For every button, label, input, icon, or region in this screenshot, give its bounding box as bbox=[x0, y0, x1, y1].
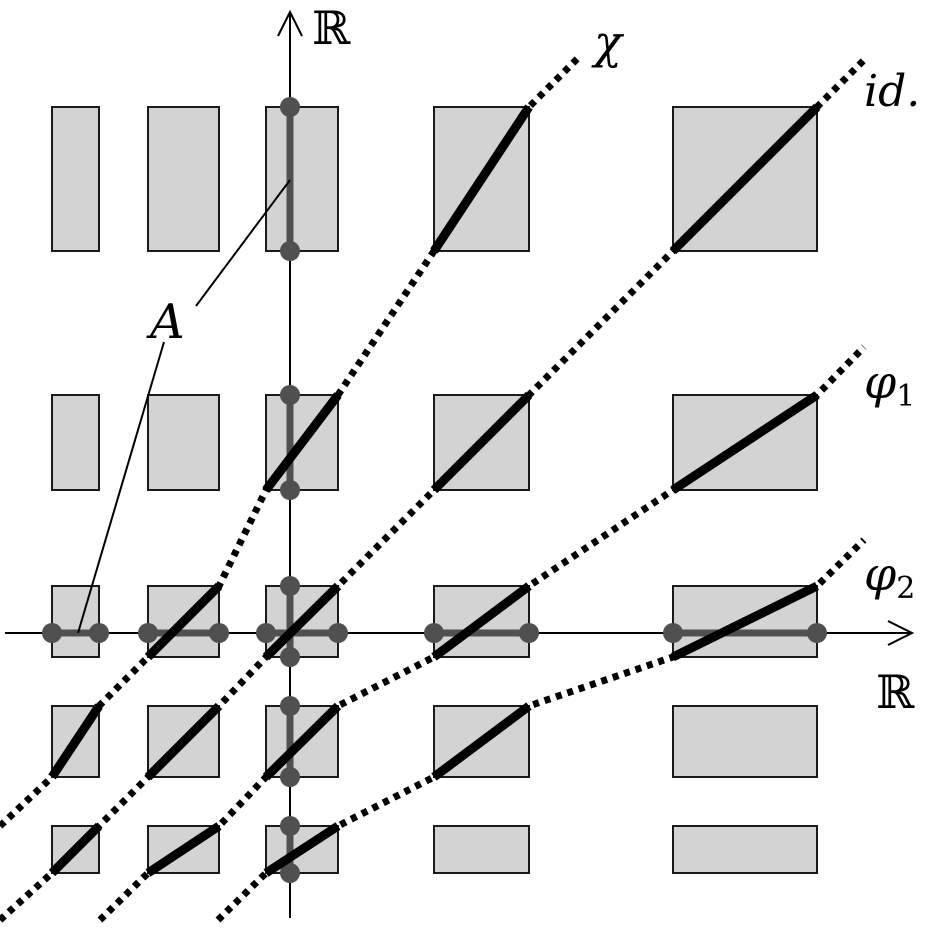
phi1-segment bbox=[145, 822, 222, 877]
chi-label: χ bbox=[591, 15, 625, 69]
x-axis-arrowhead bbox=[887, 620, 915, 646]
set-A-label: A bbox=[146, 294, 185, 350]
y-axis-label: ℝ bbox=[312, 1, 351, 55]
id-segment bbox=[144, 702, 223, 781]
rect-r5-c4 bbox=[433, 825, 530, 874]
set-A-dot bbox=[256, 623, 276, 643]
phi1-label-subscript: 1 bbox=[896, 379, 915, 414]
phi1-label-base: φ bbox=[864, 355, 897, 409]
rect-r2-c2 bbox=[147, 394, 220, 491]
id-segment bbox=[430, 391, 533, 494]
set-A-dot bbox=[89, 623, 109, 643]
chi-segment bbox=[144, 582, 223, 661]
rect-r2-c1 bbox=[51, 394, 100, 491]
set-A-dot bbox=[280, 863, 300, 883]
label-A-leader-lower bbox=[77, 341, 165, 634]
id-segment bbox=[669, 103, 821, 255]
label-A-leader-upper bbox=[195, 179, 291, 307]
set-A-dot bbox=[280, 696, 300, 716]
phi1-segment bbox=[431, 582, 532, 661]
set-A-dot bbox=[138, 623, 158, 643]
set-A-dot bbox=[280, 97, 300, 117]
set-A-dot bbox=[807, 623, 827, 643]
set-A-dot bbox=[280, 385, 300, 405]
set-A-dot bbox=[328, 623, 348, 643]
phi1-segment bbox=[262, 702, 342, 781]
set-A-dot bbox=[280, 816, 300, 836]
chi-segment bbox=[430, 104, 533, 254]
rect-r4-c5 bbox=[672, 705, 818, 778]
label-A-leaders bbox=[77, 179, 291, 634]
phi2-label-base: φ bbox=[864, 547, 897, 601]
set-A-dot bbox=[42, 623, 62, 643]
phi2-segment bbox=[671, 581, 819, 662]
phi1-segment bbox=[670, 391, 820, 494]
phi2-label-subscript: 2 bbox=[896, 571, 915, 606]
set-A-dot bbox=[663, 623, 683, 643]
phi2-segment bbox=[431, 702, 532, 781]
phi2-label: φ2 bbox=[864, 547, 915, 606]
set-A bbox=[42, 97, 827, 883]
rect-r3-c1 bbox=[51, 585, 100, 658]
rect-r1-c3 bbox=[265, 106, 339, 252]
set-A-dot bbox=[280, 241, 300, 261]
chi-segment bbox=[262, 392, 342, 493]
rect-r1-c2 bbox=[147, 106, 220, 252]
id-label: id. bbox=[864, 66, 920, 117]
set-A-dot bbox=[280, 647, 300, 667]
x-axis-label: ℝ bbox=[876, 665, 915, 719]
y-axis-arrowhead bbox=[277, 9, 303, 37]
set-A-dot bbox=[280, 576, 300, 596]
chi-segment bbox=[48, 703, 103, 780]
solid-segments bbox=[48, 103, 821, 877]
id-segment bbox=[48, 822, 103, 877]
id-segment bbox=[262, 582, 342, 661]
phi1-label: φ1 bbox=[864, 355, 915, 414]
set-A-dot bbox=[280, 767, 300, 787]
set-A-dot bbox=[424, 623, 444, 643]
phi2-segment bbox=[263, 822, 341, 877]
rect-r5-c5 bbox=[672, 825, 818, 874]
set-A-dot bbox=[519, 623, 539, 643]
rect-r1-c1 bbox=[51, 106, 100, 252]
set-A-dot bbox=[209, 623, 229, 643]
set-A-dot bbox=[280, 480, 300, 500]
